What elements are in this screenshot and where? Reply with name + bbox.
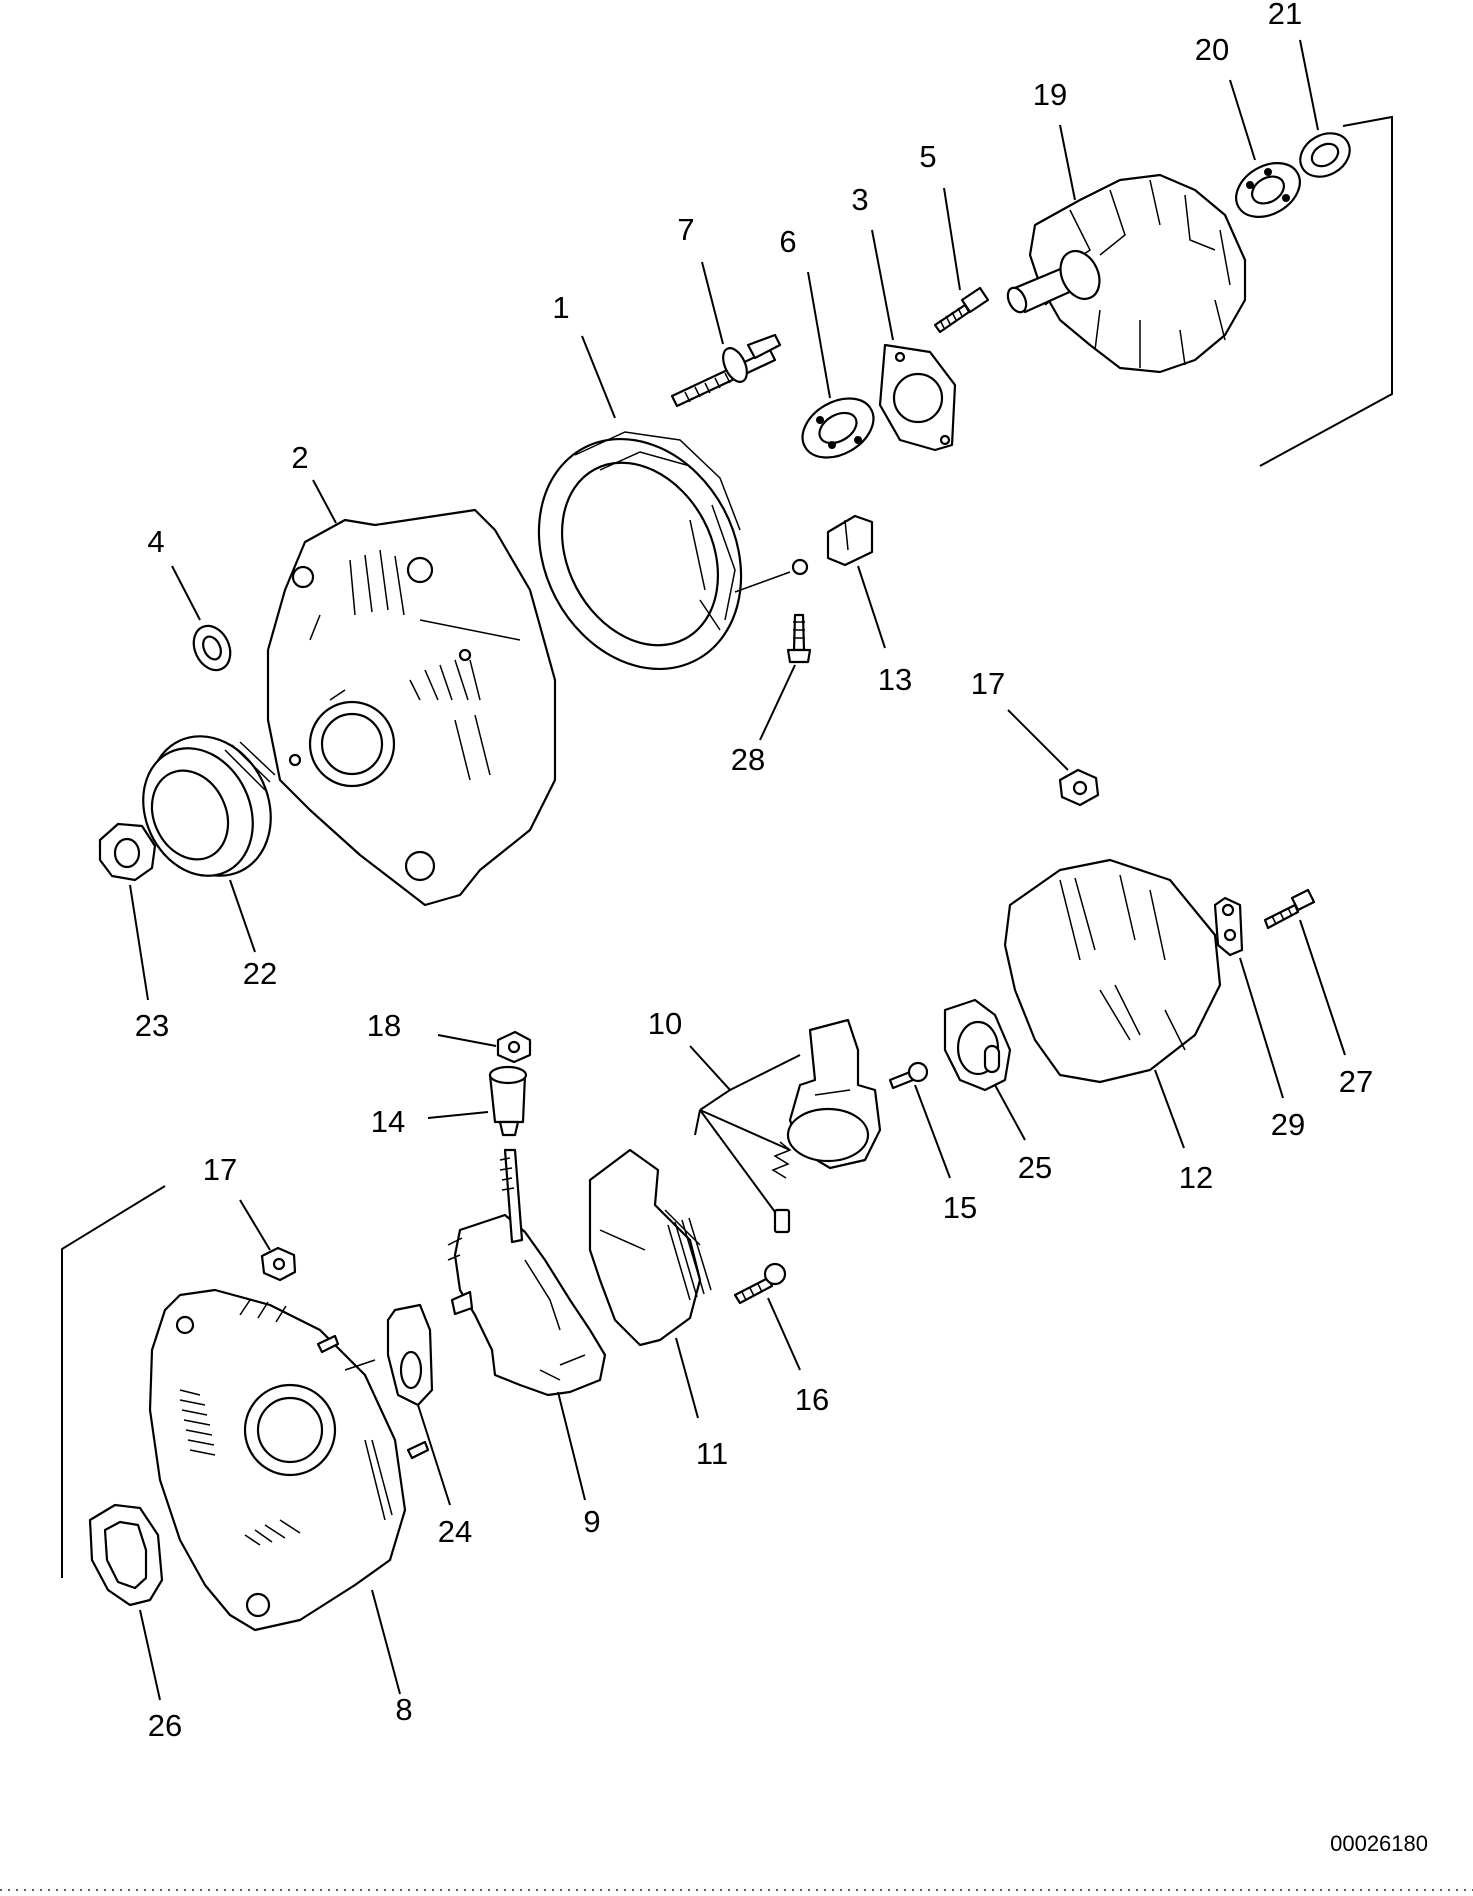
part-terminal-plate[interactable] (1213, 896, 1244, 957)
part-bearing-20[interactable] (1227, 152, 1310, 228)
svg-text:5: 5 (919, 139, 936, 174)
part-brush[interactable] (773, 1208, 791, 1234)
svg-text:17: 17 (971, 666, 1005, 701)
svg-text:13: 13 (878, 662, 912, 697)
callout-21: 21 (1268, 0, 1319, 131)
part-terminal-bolt[interactable] (786, 613, 812, 664)
part-screw-16[interactable] (733, 1262, 787, 1305)
svg-text:18: 18 (367, 1008, 401, 1043)
svg-text:1: 1 (552, 290, 569, 325)
callout-2: 2 (291, 440, 337, 524)
part-bearing-6[interactable] (792, 386, 884, 469)
callout-11: 11 (675, 1337, 728, 1471)
part-rectifier-holder[interactable] (447, 1148, 607, 1397)
part-washer[interactable] (187, 620, 237, 676)
part-stud-bolt[interactable] (670, 333, 782, 408)
part-gasket[interactable] (88, 1503, 164, 1607)
part-terminal-insulator[interactable] (826, 514, 874, 567)
svg-text:28: 28 (731, 742, 765, 777)
callout-24: 24 (417, 1404, 472, 1549)
svg-text:12: 12 (1179, 1160, 1213, 1195)
svg-text:29: 29 (1271, 1107, 1305, 1142)
callout-9: 9 (557, 1391, 601, 1539)
svg-text:20: 20 (1195, 32, 1229, 67)
callout-17-lower: 17 (203, 1152, 271, 1251)
svg-text:16: 16 (795, 1382, 829, 1417)
callout-26: 26 (139, 1609, 182, 1743)
callout-19: 19 (1033, 77, 1076, 201)
part-stator[interactable] (500, 403, 809, 704)
svg-text:9: 9 (583, 1504, 600, 1539)
svg-text:27: 27 (1339, 1064, 1373, 1099)
part-pulley-nut[interactable] (98, 822, 157, 882)
part-rear-cover[interactable] (1003, 858, 1222, 1084)
callout-16: 16 (767, 1297, 829, 1417)
svg-text:14: 14 (371, 1104, 405, 1139)
callout-8: 8 (371, 1589, 413, 1727)
part-rectifier-end-frame[interactable] (148, 1288, 430, 1632)
svg-text:7: 7 (677, 212, 694, 247)
part-drive-end-frame[interactable] (266, 508, 557, 907)
callout-20: 20 (1195, 32, 1256, 161)
callout-5: 5 (919, 139, 961, 291)
callout-1: 1 (552, 290, 616, 419)
part-insulator-plate[interactable] (386, 1303, 434, 1407)
part-regulator[interactable] (786, 1018, 882, 1170)
svg-text:10: 10 (648, 1006, 682, 1041)
svg-text:24: 24 (438, 1514, 472, 1549)
callout-10: 10 (648, 1006, 801, 1213)
svg-text:25: 25 (1018, 1150, 1052, 1185)
svg-text:11: 11 (696, 1436, 728, 1471)
svg-text:8: 8 (395, 1692, 412, 1727)
part-bearing-cover[interactable] (1292, 125, 1357, 186)
callout-27: 27 (1299, 919, 1373, 1099)
svg-text:26: 26 (148, 1708, 182, 1743)
svg-text:4: 4 (147, 524, 164, 559)
callout-23: 23 (129, 884, 169, 1043)
callout-29: 29 (1239, 957, 1305, 1142)
part-rear-bearing-cover[interactable] (943, 998, 1012, 1092)
callout-13: 13 (857, 565, 912, 697)
part-screw-5[interactable] (933, 286, 990, 334)
callout-3: 3 (851, 182, 894, 341)
svg-text:22: 22 (243, 956, 277, 991)
callout-17-upper: 17 (971, 666, 1069, 771)
part-screw-27[interactable] (1263, 888, 1316, 930)
part-retainer-plate[interactable] (878, 343, 957, 452)
svg-text:15: 15 (943, 1190, 977, 1225)
part-pulley[interactable] (123, 716, 293, 896)
assembly-bracket-bottom (61, 1185, 166, 1578)
assembly-bracket-top (1259, 115, 1393, 467)
part-rotor[interactable] (1004, 173, 1247, 374)
part-bushing[interactable] (488, 1065, 528, 1137)
part-nut-18[interactable] (496, 1030, 532, 1064)
part-brush-holder[interactable] (588, 1148, 712, 1347)
part-nut-17-upper[interactable] (1058, 768, 1100, 807)
part-brush-spring[interactable] (771, 1141, 792, 1179)
callout-15: 15 (914, 1084, 977, 1225)
svg-text:23: 23 (135, 1008, 169, 1043)
part-nut-17-lower[interactable] (260, 1246, 297, 1282)
figure-number: 00026180 (1330, 1831, 1428, 1856)
svg-text:3: 3 (851, 182, 868, 217)
callout-4: 4 (147, 524, 201, 621)
callout-18: 18 (367, 1008, 497, 1047)
svg-text:19: 19 (1033, 77, 1067, 112)
svg-text:17: 17 (203, 1152, 237, 1187)
svg-text:21: 21 (1268, 0, 1302, 31)
callout-6: 6 (779, 224, 831, 399)
callout-14: 14 (371, 1104, 489, 1139)
part-screw-15[interactable] (888, 1061, 929, 1090)
svg-text:2: 2 (291, 440, 308, 475)
callout-25: 25 (994, 1084, 1052, 1185)
callout-28: 28 (731, 664, 796, 777)
callout-7: 7 (677, 212, 724, 345)
callout-22: 22 (229, 879, 277, 991)
svg-text:6: 6 (779, 224, 796, 259)
callout-12: 12 (1154, 1069, 1213, 1195)
